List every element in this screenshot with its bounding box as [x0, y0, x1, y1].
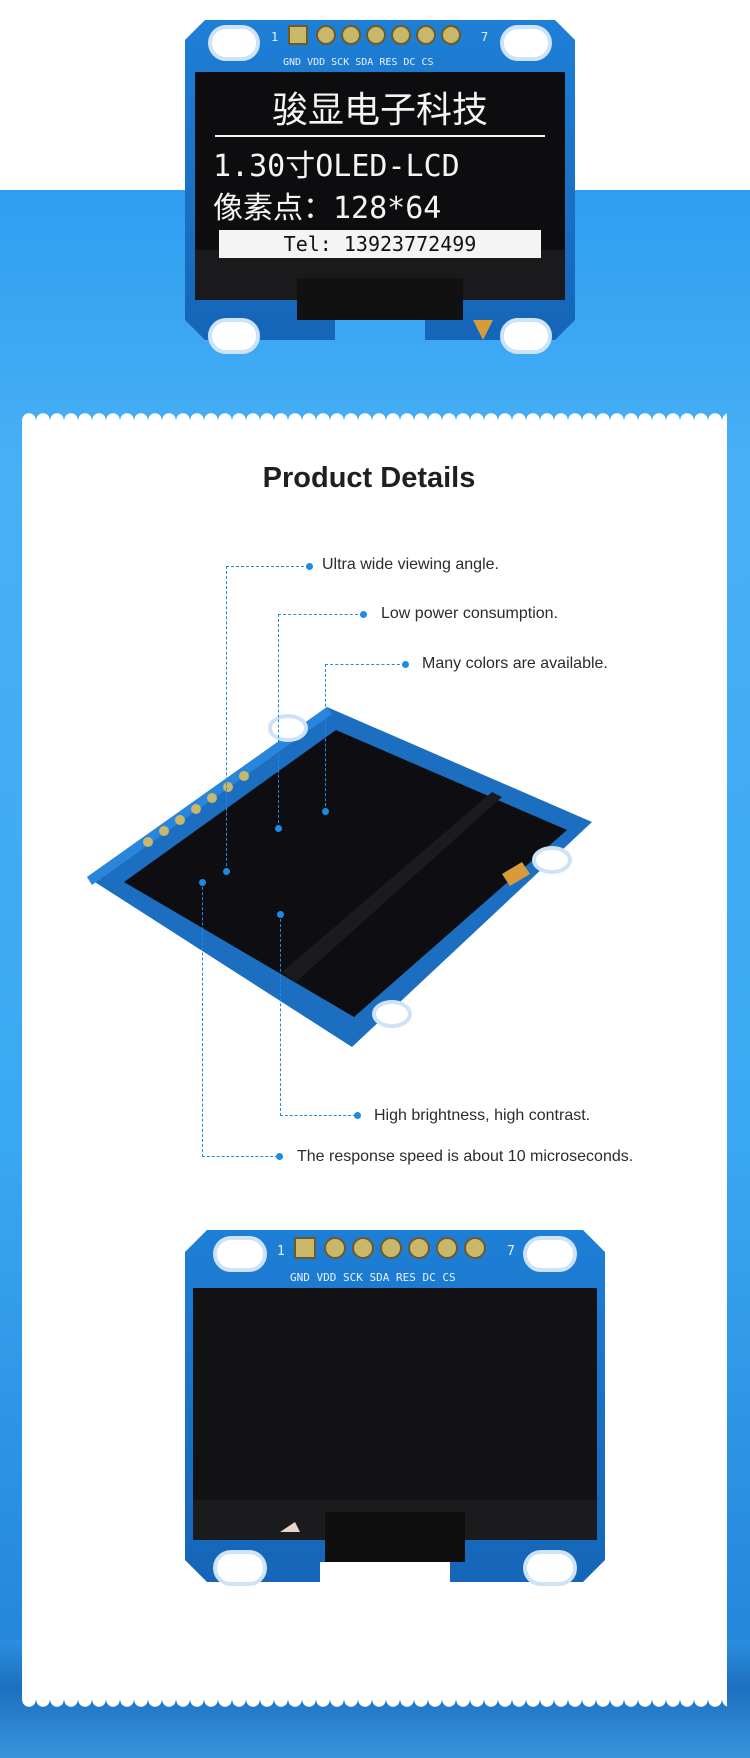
leader-f1-vertical — [226, 566, 227, 871]
leader-f4-horizontal — [280, 1115, 356, 1116]
leader-f2-end-dot — [360, 611, 367, 618]
screen-line-3: 像素点：128*64 — [213, 191, 441, 226]
screen-line-4: Tel: 13923772499 — [284, 232, 477, 256]
leader-f2-anchor-dot — [275, 825, 282, 832]
bottom-oled-module-image: 1 7 GND VDD SCK SDA RES DC CS — [185, 1230, 605, 1586]
screen-line-1: 骏显电子科技 — [272, 90, 488, 131]
leader-f2-horizontal — [278, 614, 363, 615]
top-oled-module-image: 1 7 GND VDD SCK SDA RES DC CS 骏显电子科技 1.3… — [185, 20, 575, 354]
leader-f3-anchor-dot — [322, 808, 329, 815]
feature-high-brightness: High brightness, high contrast. — [374, 1107, 591, 1124]
leader-f3-end-dot — [402, 661, 409, 668]
feature-many-colors: Many colors are available. — [422, 655, 608, 672]
leader-f4-anchor-dot — [277, 911, 284, 918]
top-pin7-label: 7 — [481, 30, 488, 44]
section-title: Product Details — [262, 462, 476, 494]
leader-f4-end-dot — [354, 1112, 361, 1119]
bottom-pin-names: GND VDD SCK SDA RES DC CS — [290, 1271, 456, 1284]
leader-f3-vertical — [325, 664, 326, 811]
leader-f5-vertical — [202, 882, 203, 1157]
card-bottom-scallop — [22, 1700, 727, 1714]
angled-oled-module-image — [87, 707, 592, 1047]
leader-f4-vertical — [280, 914, 281, 1116]
leader-f2-vertical — [278, 614, 279, 828]
bottom-pin1-label: 1 — [277, 1244, 285, 1259]
leader-f5-anchor-dot — [199, 879, 206, 886]
leader-f1-anchor-dot — [223, 868, 230, 875]
card-top-scallop — [22, 406, 727, 420]
top-pin-names: GND VDD SCK SDA RES DC CS — [283, 57, 434, 68]
leader-f1-horizontal — [226, 566, 309, 567]
top-pin1-label: 1 — [271, 30, 278, 44]
leader-f5-end-dot — [276, 1153, 283, 1160]
feature-response-speed: The response speed is about 10 microseco… — [297, 1148, 634, 1165]
bottom-pin7-label: 7 — [507, 1244, 515, 1259]
feature-low-power: Low power consumption. — [381, 605, 558, 622]
leader-f5-horizontal — [202, 1156, 278, 1157]
feature-wide-viewing-angle: Ultra wide viewing angle. — [322, 556, 499, 573]
screen-line-2: 1.30寸OLED-LCD — [213, 149, 460, 184]
leader-f3-horizontal — [325, 664, 405, 665]
leader-f1-end-dot — [306, 563, 313, 570]
